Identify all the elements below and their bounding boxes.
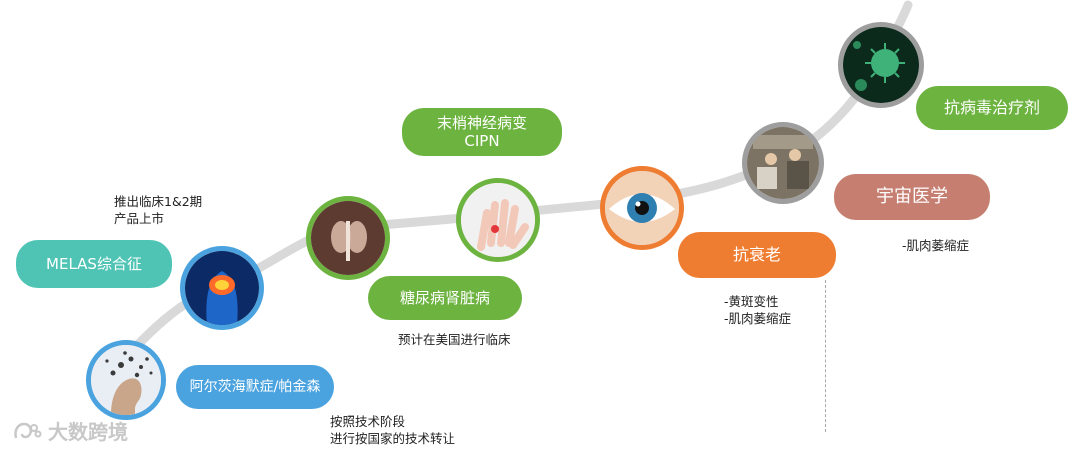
node-antiviral	[838, 22, 924, 108]
label-melas: MELAS综合征	[16, 240, 172, 288]
hand-nerve-icon	[461, 183, 535, 257]
head-dissolving-icon	[91, 345, 161, 415]
watermark-logo-icon	[14, 422, 42, 438]
node-cipn	[456, 178, 540, 262]
label-anti-aging: 抗衰老	[678, 232, 836, 278]
virus-icon	[843, 27, 919, 103]
note-space-medicine: -肌肉萎缩症	[902, 238, 970, 253]
label-cipn: 末梢神经病变 CIPN	[402, 108, 562, 156]
astronaut-station-icon	[747, 127, 819, 199]
divider-dashed	[825, 280, 826, 432]
node-space-medicine	[742, 122, 824, 204]
note-melas: 推出临床1&2期 产品上市	[114, 194, 203, 226]
note-diabetic-kidney: 预计在美国进行临床	[398, 332, 511, 347]
watermark: 大数跨境	[12, 416, 128, 445]
label-alzheimers: 阿尔茨海默症/帕金森	[176, 365, 334, 409]
brain-head-icon	[185, 251, 259, 325]
label-antiviral: 抗病毒治疗剂	[916, 86, 1068, 130]
node-alzheimers	[86, 340, 166, 420]
node-melas	[180, 246, 264, 330]
label-diabetic-kidney: 糖尿病肾脏病	[368, 276, 522, 320]
note-alzheimers: 按照技术阶段 进行按国家的技术转让	[330, 414, 456, 446]
node-diabetic-kidney	[306, 196, 390, 280]
eye-icon	[605, 171, 679, 245]
note-anti-aging: -黄斑变性 -肌肉萎缩症	[724, 294, 792, 326]
label-space-medicine: 宇宙医学	[834, 174, 990, 220]
node-anti-aging	[600, 166, 684, 250]
kidney-icon	[311, 201, 385, 275]
